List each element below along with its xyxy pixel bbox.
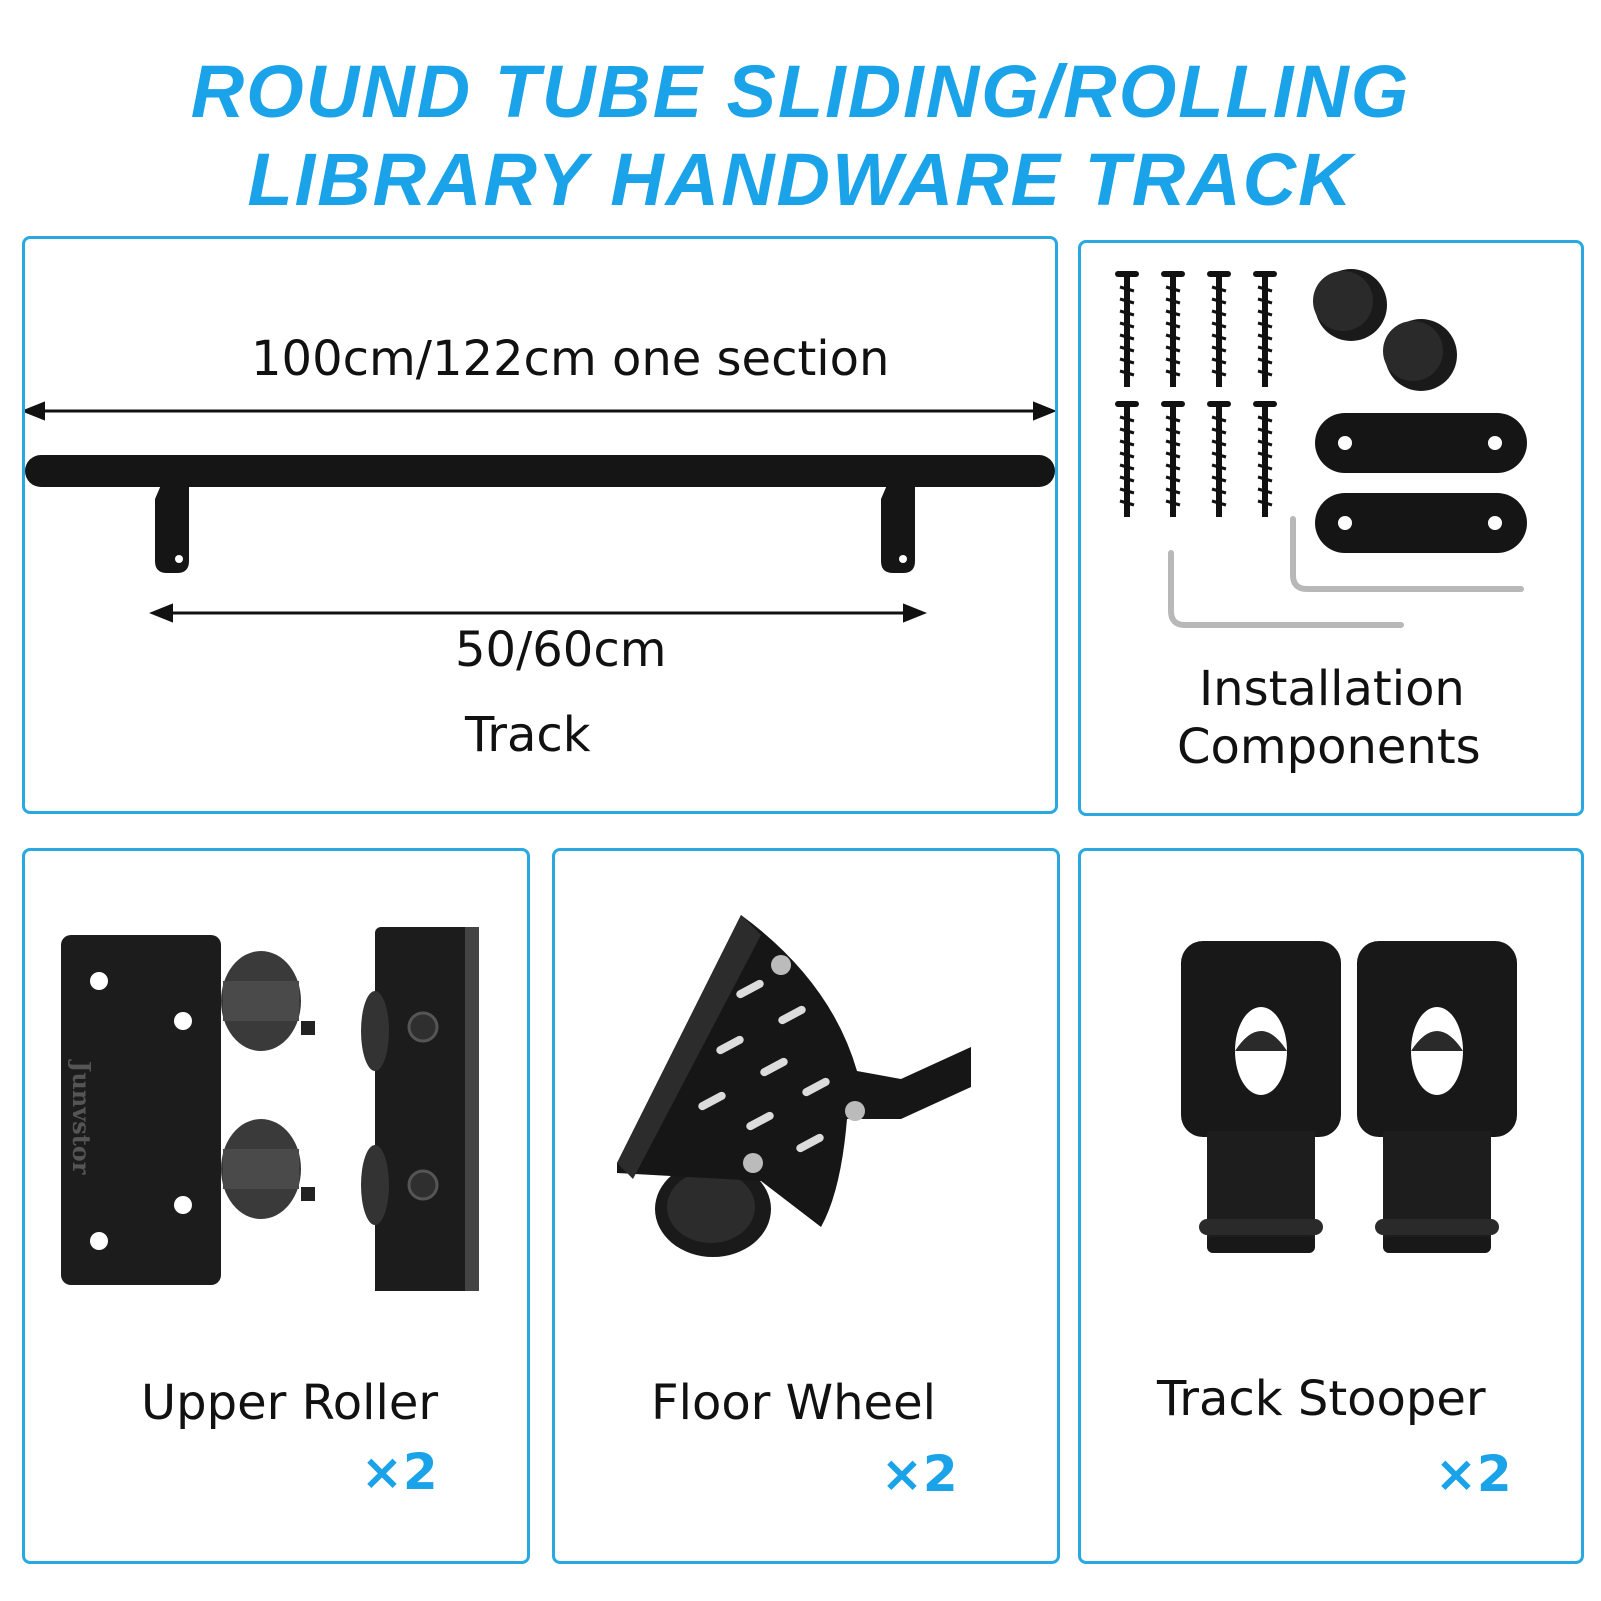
bracket-right: [881, 485, 915, 573]
installation-panel: Installation Components: [1078, 240, 1584, 816]
end-cap-icons: [1313, 269, 1457, 391]
mounting-plate-icons: [1315, 413, 1527, 553]
floor-wheel-icon: [617, 915, 971, 1257]
brand-mark: Junvstor: [67, 1059, 96, 1175]
floor-wheel-label: Floor Wheel: [651, 1375, 936, 1431]
section-length-label: 100cm/122cm one section: [251, 331, 890, 387]
track-illustration: [25, 401, 1055, 623]
installation-label-line-1: Installation: [1199, 661, 1465, 717]
upper-roller-quantity: ×2: [361, 1443, 438, 1501]
track-stooper-quantity: ×2: [1435, 1445, 1512, 1503]
title-line-1: ROUND TUBE SLIDING/ROLLING: [190, 50, 1411, 133]
title-line-2: LIBRARY HANDWARE TRACK: [247, 138, 1354, 221]
track-stooper-label: Track Stooper: [1157, 1371, 1486, 1427]
floor-wheel-illustration: [617, 915, 971, 1257]
roller-side-view: [361, 927, 479, 1291]
floor-wheel-panel: Floor Wheel ×2: [552, 848, 1060, 1564]
track-panel: 100cm/122cm one section 50/60cm Track: [22, 236, 1058, 814]
floor-wheel-quantity: ×2: [881, 1445, 958, 1503]
installation-illustration: [1115, 269, 1527, 628]
upper-roller-panel: Junvstor Upper Roller ×2: [22, 848, 530, 1564]
track-tube: [25, 455, 1055, 487]
roller-wheel-icons: [221, 951, 315, 1219]
track-label: Track: [465, 707, 591, 763]
track-stooper-illustration: [1181, 941, 1517, 1253]
bracket-left: [155, 485, 189, 573]
upper-roller-illustration: Junvstor: [61, 927, 479, 1291]
allen-wrench-icons: [1168, 516, 1524, 628]
screw-icons: [1115, 271, 1277, 517]
stooper-icon-left: [1181, 941, 1341, 1253]
track-stooper-panel: Track Stooper ×2: [1078, 848, 1584, 1564]
installation-label-line-2: Components: [1177, 719, 1481, 775]
upper-roller-label: Upper Roller: [141, 1375, 439, 1431]
stooper-icon-right: [1357, 941, 1517, 1253]
bracket-spacing-label: 50/60cm: [455, 622, 667, 678]
